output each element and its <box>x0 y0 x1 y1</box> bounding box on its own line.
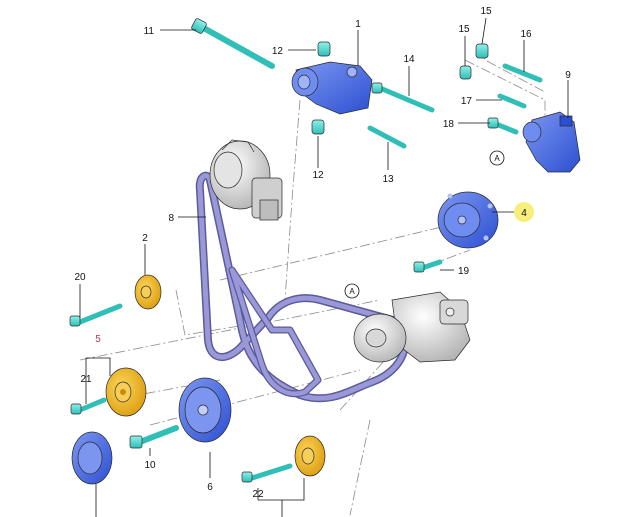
nut-12-upper <box>317 41 331 57</box>
callout-10: 10 <box>144 460 156 471</box>
callout-13: 13 <box>382 174 394 185</box>
reference-marker-upper: A <box>489 150 505 166</box>
callout-4: 4 <box>521 208 527 219</box>
alternator <box>209 139 283 221</box>
callout-19: 19 <box>458 266 470 277</box>
bolt-18 <box>487 117 519 135</box>
callout-6: 6 <box>207 482 213 493</box>
drive-belt <box>195 171 410 403</box>
callout-9: 9 <box>565 70 571 81</box>
damper-pulley <box>71 431 113 485</box>
callout-22: 22 <box>252 489 264 500</box>
guide-pulley <box>105 367 147 417</box>
leader-lines <box>79 17 569 517</box>
crankshaft-pulley <box>178 377 232 443</box>
callout-21: 21 <box>80 374 92 385</box>
bolt-11 <box>191 18 275 69</box>
callout-5: 5 <box>95 334 101 345</box>
reference-marker-lower-label: A <box>349 287 355 296</box>
bolt-17 <box>497 93 527 109</box>
bolt-10 <box>129 425 179 449</box>
bolt-19 <box>413 259 443 273</box>
bolt-20 <box>69 303 123 327</box>
callout-15-upper: 15 <box>480 6 492 17</box>
bolt-13 <box>367 125 407 149</box>
idler-pulley-lower <box>294 435 326 477</box>
callout-20: 20 <box>74 272 86 283</box>
bolt-16 <box>502 63 543 83</box>
callout-16: 16 <box>520 29 532 40</box>
bolt-22 <box>241 463 293 483</box>
belt-tensioner <box>291 61 373 115</box>
callouts: 11 1 12 14 12 13 15 15 16 9 17 18 8 2 4 … <box>74 6 571 500</box>
pump-drive-unit <box>437 191 499 249</box>
highlight-circle <box>514 202 534 222</box>
callout-17: 17 <box>461 96 473 107</box>
callout-12-upper: 12 <box>272 46 284 57</box>
bolt-21 <box>70 397 107 415</box>
callout-8: 8 <box>168 213 174 224</box>
nut-15-lower <box>459 65 472 80</box>
callout-11: 11 <box>144 26 155 37</box>
callout-15-lower: 15 <box>458 24 470 35</box>
nut-12-lower <box>311 119 325 135</box>
callout-2: 2 <box>142 233 148 244</box>
water-pump-housing <box>353 291 471 363</box>
callout-12-lower: 12 <box>312 170 324 181</box>
nut-15-upper <box>475 43 489 59</box>
reference-marker-upper-label: A <box>494 154 500 163</box>
mounting-bracket <box>522 111 581 173</box>
bolt-14 <box>371 82 435 113</box>
callout-14: 14 <box>403 54 415 65</box>
reference-marker-lower: A <box>344 283 360 299</box>
idler-pulley-upper <box>134 274 162 310</box>
callout-1: 1 <box>355 19 361 30</box>
callout-18: 18 <box>443 119 455 130</box>
